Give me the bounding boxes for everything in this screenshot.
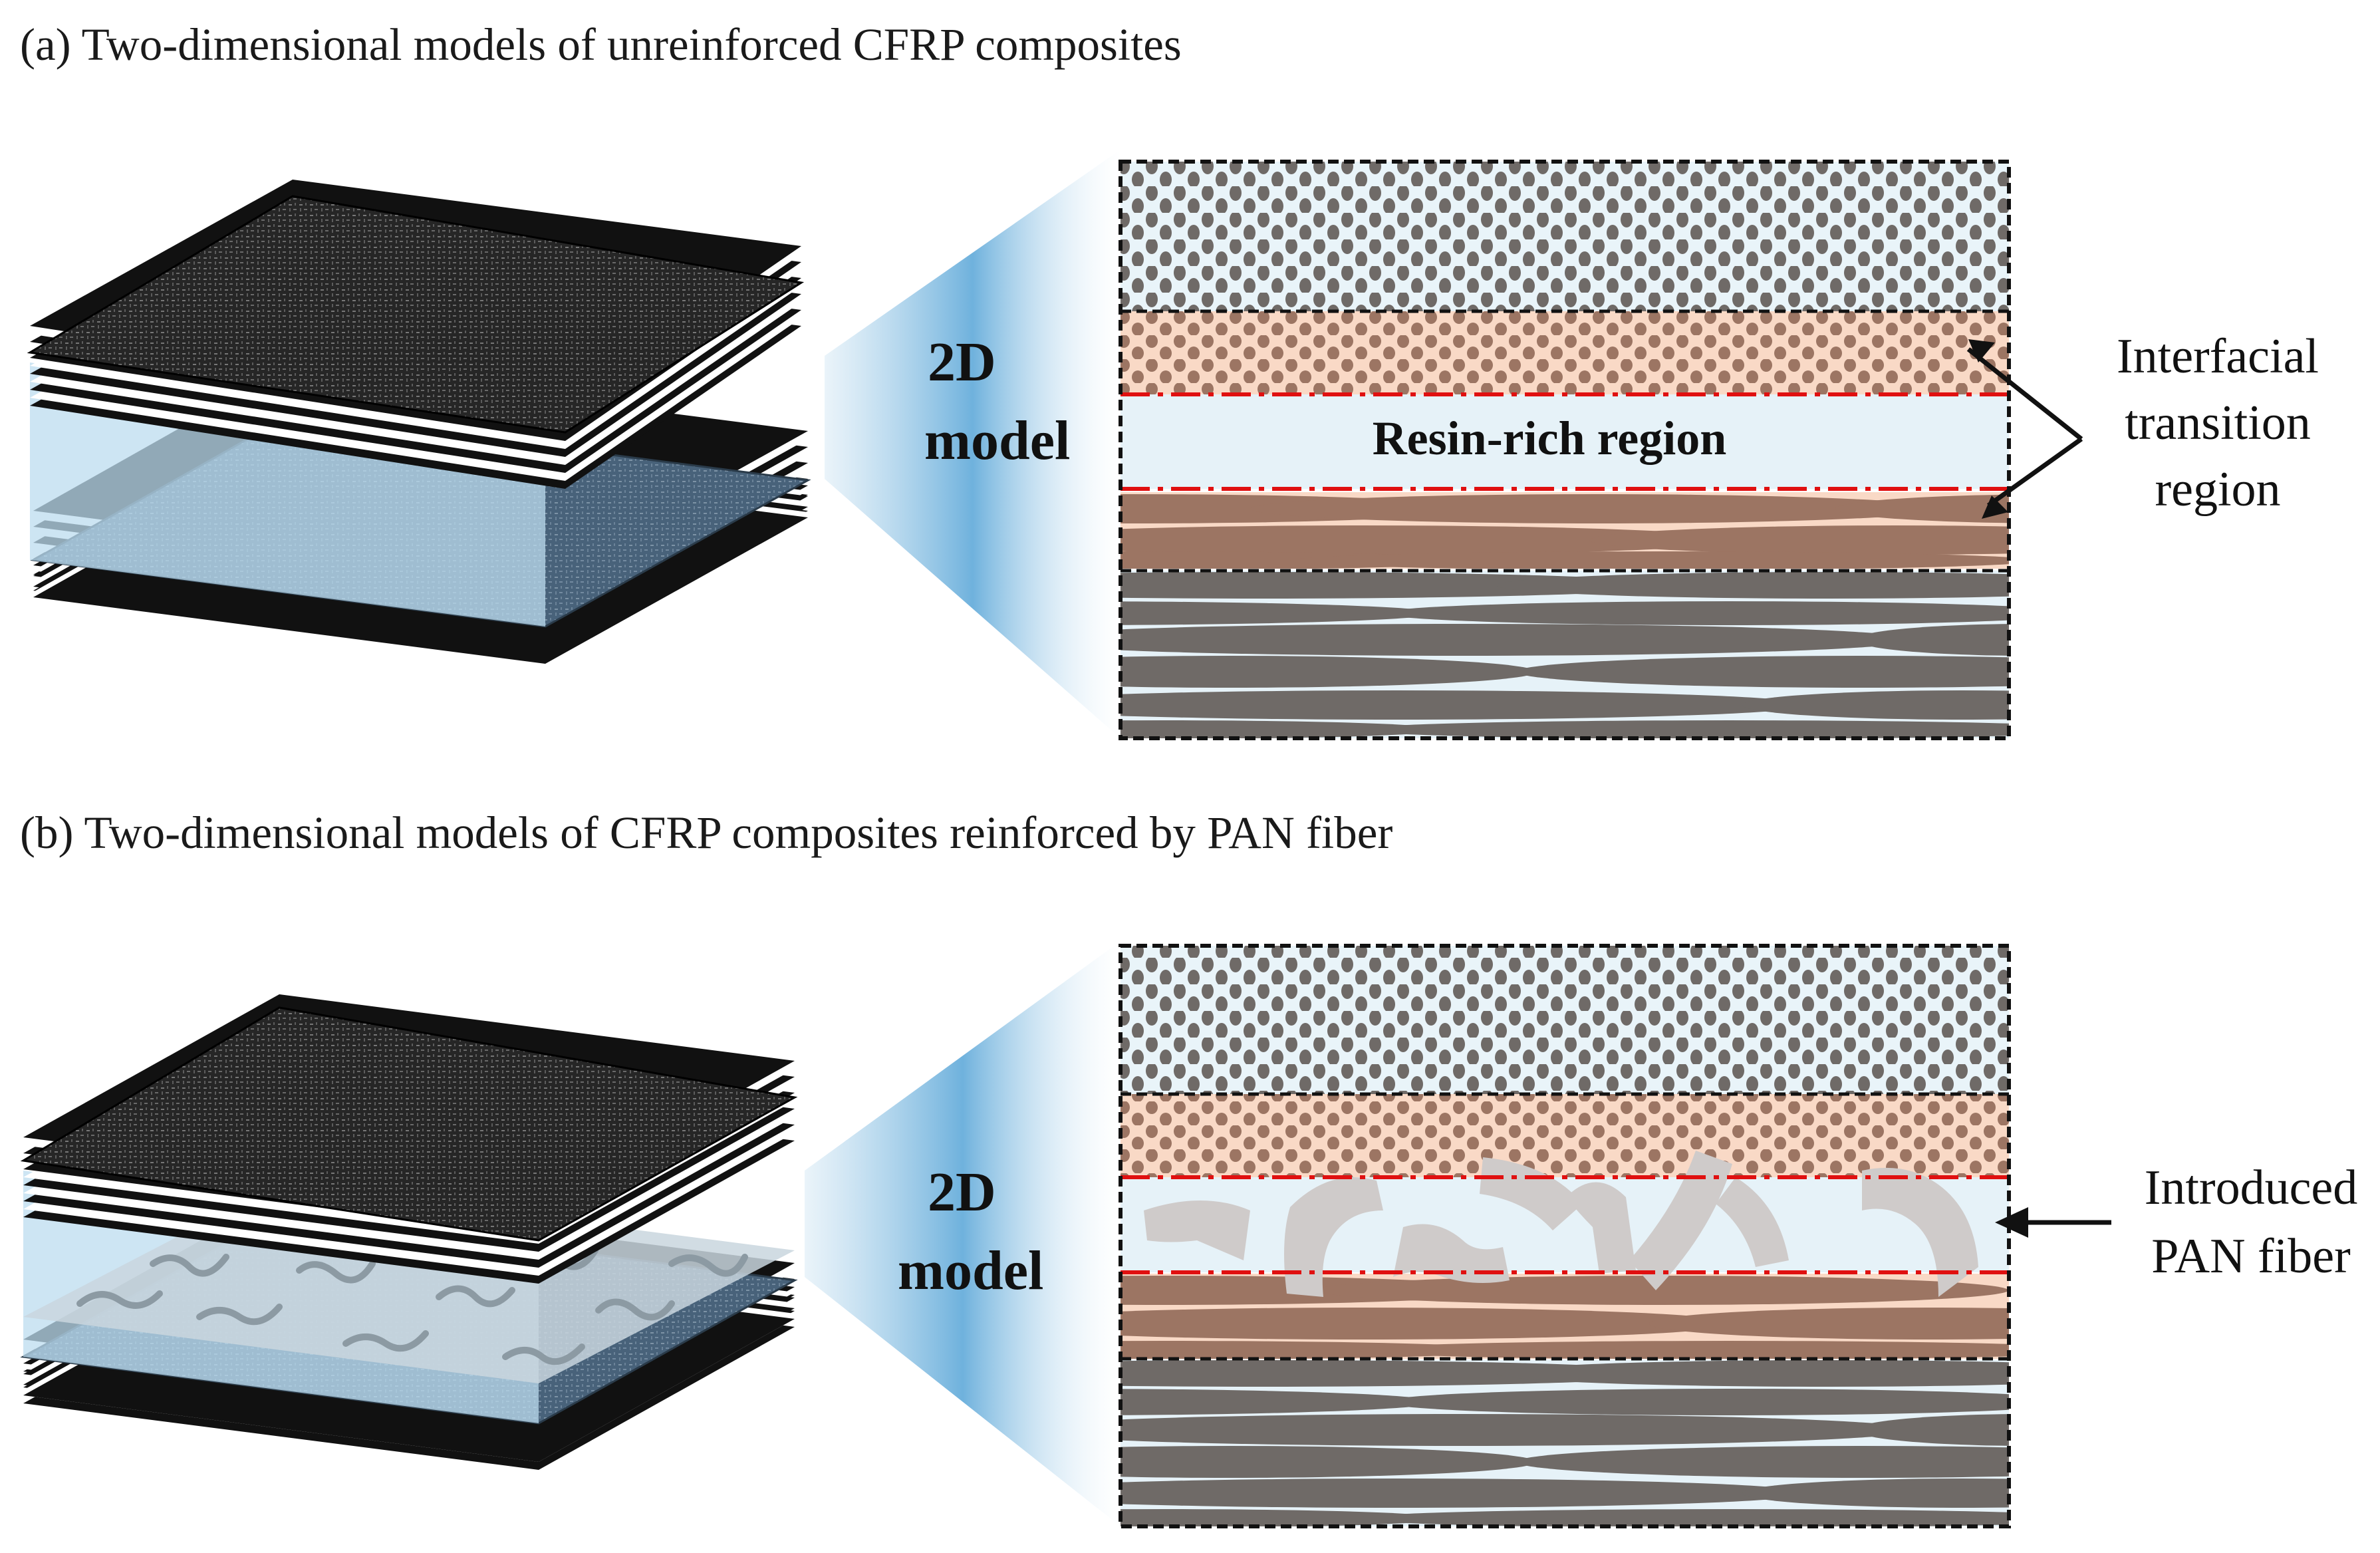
interfacial-region-bottom-a [1121, 492, 2009, 569]
upper-ply-stack-a [27, 180, 805, 489]
laminate-stack-a [27, 180, 811, 664]
resin-rich-region-label: Resin-rich region [1373, 412, 1727, 465]
upper-ply-stack-b [20, 994, 798, 1284]
pan-fiber-3 [1393, 1224, 1510, 1283]
interfacial-label-line1: Interfacial [2117, 329, 2319, 384]
pan-fiber-7 [1716, 1177, 1789, 1267]
projection-wedge-b [805, 941, 1121, 1526]
interfacial-label-line3: region [2155, 462, 2280, 517]
pan-fiber-label-line1: Introduced [2145, 1161, 2358, 1215]
interfacial-region-top-b [1121, 1094, 2009, 1177]
carbon-fiber-layer-bottom-b [1121, 1360, 2009, 1526]
panel-b-title: (b) Two-dimensional models of CFRP compo… [20, 807, 1392, 858]
model-box-b [1119, 944, 2011, 1528]
pan-fiber-2 [1284, 1177, 1383, 1297]
interfacial-arrows [1966, 339, 2083, 519]
laminate-stack-b [20, 994, 798, 1470]
arrow-head-pan [1995, 1207, 2028, 1238]
carbon-fiber-layer-top-a [1121, 162, 2009, 311]
interfacial-label-line2: transition [2125, 396, 2311, 450]
resin-rich-region-a [1121, 394, 2009, 489]
pan-fiber-label-line2: PAN fiber [2151, 1229, 2350, 1284]
pan-fiber-4 [1480, 1157, 1583, 1230]
projection-wedge-a [825, 150, 1121, 738]
pan-fiber-arrow [1995, 1207, 2111, 1238]
arrow-line-upper [1966, 347, 2083, 441]
pan-fiber-8 [1862, 1167, 1978, 1297]
upper-ply-surface-a [27, 195, 805, 434]
arrow-head-lower [1982, 495, 2008, 519]
model-label-b-line2: model [898, 1240, 1043, 1302]
interfacial-region-top-a [1121, 311, 2009, 394]
pan-fiber-5 [1566, 1182, 1636, 1274]
pan-fiber-segments [1144, 1151, 1978, 1297]
arrow-head-upper [1968, 339, 1995, 362]
panel-a-title: (a) Two-dimensional models of unreinforc… [20, 19, 1182, 70]
model-label-a-line2: model [924, 410, 1070, 472]
model-box-a: Resin-rich region [1119, 160, 2011, 740]
carbon-fiber-layer-top-b [1121, 946, 2009, 1094]
model-box-border-a [1119, 160, 2011, 740]
arrow-line-lower [1986, 437, 2083, 507]
carbon-fiber-layer-bottom-a [1121, 571, 2009, 738]
pan-fiber-6 [1629, 1151, 1732, 1290]
panel-a: (a) Two-dimensional models of unreinforc… [20, 19, 2319, 740]
upper-ply-surface-b [20, 1006, 798, 1242]
panel-b: (b) Two-dimensional models of CFRP compo… [20, 807, 2357, 1528]
pan-fiber-1 [1144, 1200, 1250, 1260]
interfacial-region-bottom-b [1121, 1274, 2009, 1359]
model-label-a-line1: 2D [928, 331, 996, 393]
model-label-b-line1: 2D [928, 1161, 996, 1223]
